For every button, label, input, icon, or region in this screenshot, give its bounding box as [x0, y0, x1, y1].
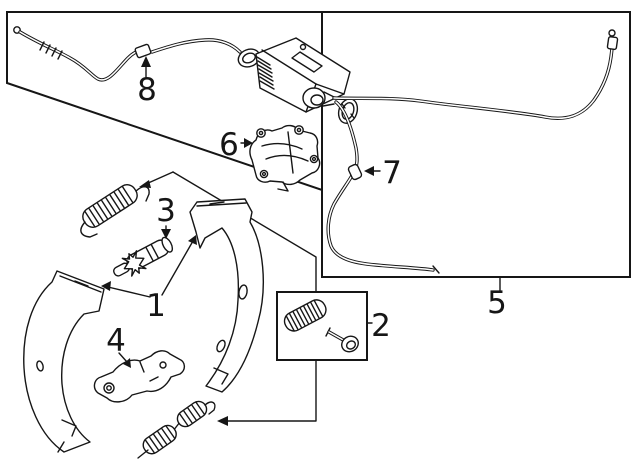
kit-spring-sleeve [283, 299, 327, 332]
kit-pin [325, 327, 359, 353]
brake-shoe-right [189, 198, 264, 393]
cable-grommet [337, 98, 359, 124]
callout-leaders [101, 56, 501, 368]
mount-bracket [249, 124, 321, 192]
cable-thread-ticks [39, 41, 63, 60]
callout-3-label: 3 [156, 193, 176, 229]
cable-bead [347, 163, 363, 181]
return-spring-lower [137, 400, 216, 459]
return-spring-upper [80, 184, 150, 238]
callout-8-label: 8 [137, 72, 157, 108]
callout-4-label: 4 [106, 323, 126, 359]
group-box-rear-cable [321, 11, 631, 278]
shoe-adjuster [113, 236, 174, 277]
callout-5-label: 5 [487, 285, 507, 321]
callout-1-label: 1 [146, 288, 166, 324]
brake-shoe-left [23, 270, 105, 453]
callout-7-label: 7 [382, 155, 402, 191]
callout-6-label: 6 [219, 127, 239, 163]
rear-cable-branch [326, 100, 440, 274]
parking-brake-actuator [255, 37, 351, 113]
rear-cable-long [332, 29, 619, 120]
actuator-cable-boss [302, 87, 326, 109]
callout-2-label: 2 [371, 308, 391, 344]
actuator-ribs [256, 56, 275, 90]
adjuster-lever [93, 350, 186, 403]
cable-adjuster-bead [134, 43, 152, 59]
